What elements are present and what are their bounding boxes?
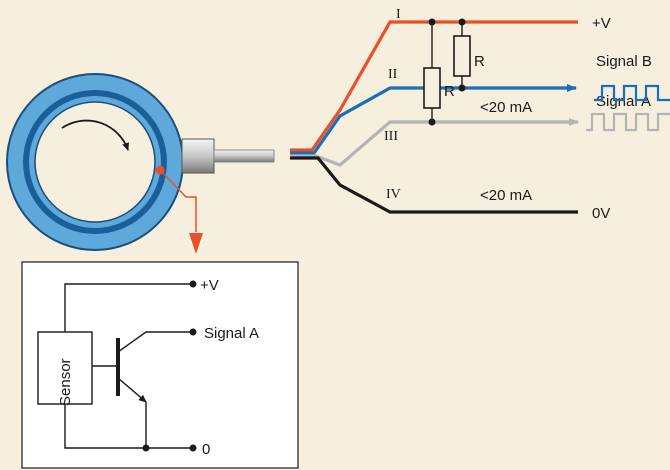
wire-II [290, 84, 577, 155]
supply-plus-label: +V [592, 15, 611, 32]
wire-label-I: I [396, 7, 401, 22]
wire-label-III: III [384, 129, 398, 144]
signal-b-label: Signal B [596, 53, 652, 70]
sensor-block [37, 331, 93, 405]
pointer-arrow-icon [189, 233, 203, 254]
wire-label-II: II [388, 67, 398, 82]
current-label-2: <20 mA [480, 187, 532, 204]
wire-III [290, 118, 579, 167]
rotation-arrow-icon [61, 119, 129, 151]
wire-label-IV: IV [386, 187, 401, 202]
circuit-signal-a-label: Signal A [204, 325, 259, 342]
current-label-1: <20 mA [480, 99, 532, 116]
cable-connector [181, 138, 275, 174]
circuit-zero-label: 0 [202, 441, 210, 458]
sensor-ring [6, 73, 184, 251]
sensor-circuit-box: Sensor +V Signal A 0 [21, 261, 299, 469]
supply-zero-label: 0V [592, 205, 610, 222]
resistor-1 [453, 35, 471, 77]
pullup-network [423, 18, 471, 126]
pointer-line [159, 169, 197, 232]
resistor-label-2: R [444, 83, 455, 100]
signal-a-waveform [586, 112, 670, 132]
resistor-2 [423, 67, 441, 109]
signal-b-waveform [594, 84, 670, 102]
wire-I [290, 20, 578, 152]
wire-IV [290, 156, 578, 214]
resistor-label-1: R [474, 53, 485, 70]
signal-a-label: Signal A [596, 93, 651, 110]
sensor-label: Sensor [57, 358, 74, 406]
circuit-plus-v-label: +V [200, 277, 219, 294]
